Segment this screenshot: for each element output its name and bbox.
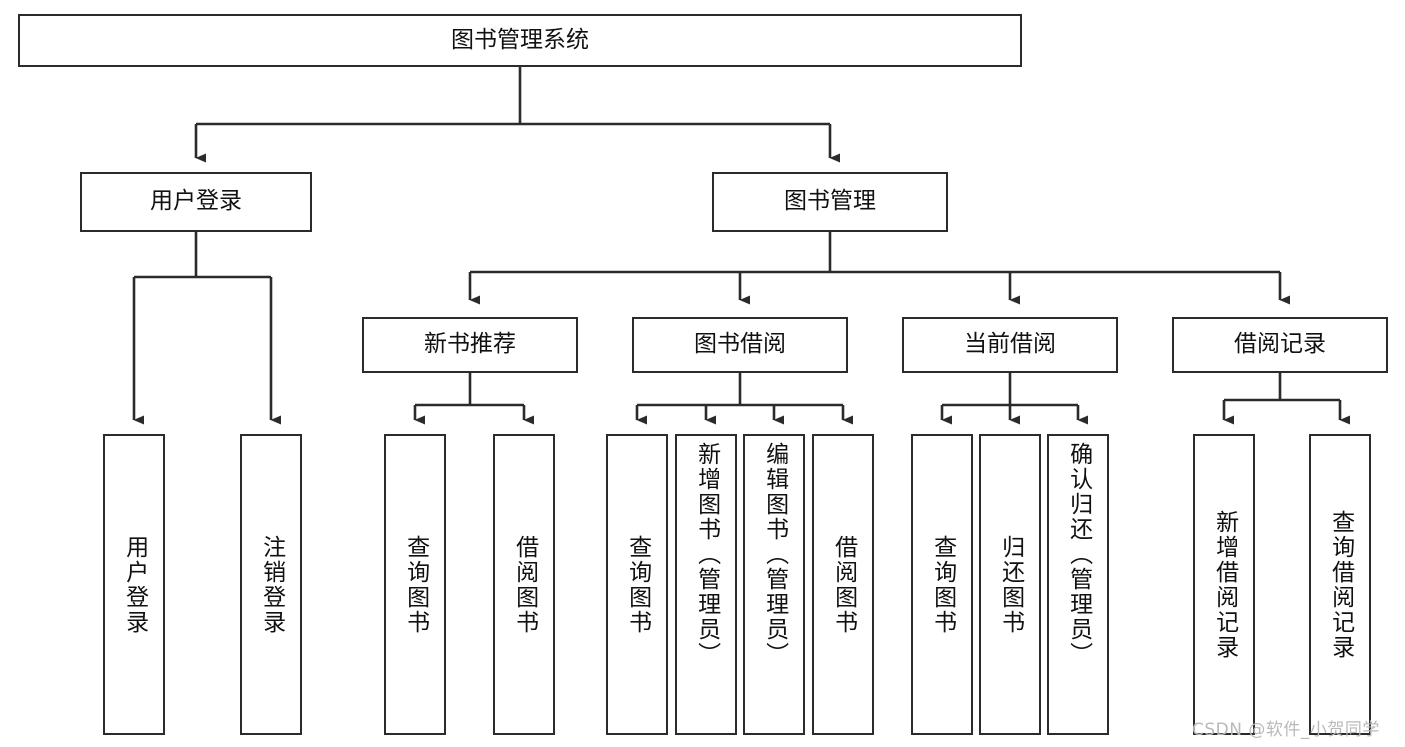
node-label: 注销登录 (258, 534, 285, 635)
leaf-add-book-admin[interactable]: 新增图书（管理员） (675, 434, 737, 735)
node-label: 借阅图书 (830, 534, 857, 635)
node-label: 新增图书（管理员） (693, 442, 720, 667)
node-label: 查询图书 (624, 534, 651, 635)
node-label: 新书推荐 (424, 331, 516, 358)
leaf-add-borrow-record[interactable]: 新增借阅记录 (1193, 434, 1255, 735)
leaf-user-logout[interactable]: 注销登录 (240, 434, 302, 735)
node-current-borrow[interactable]: 当前借阅 (902, 317, 1118, 373)
node-book-borrow[interactable]: 图书借阅 (632, 317, 848, 373)
leaf-confirm-return-admin[interactable]: 确认归还（管理员） (1047, 434, 1109, 735)
leaf-user-login[interactable]: 用户登录 (103, 434, 165, 735)
leaf-return-book[interactable]: 归还图书 (979, 434, 1041, 735)
node-label: 借阅图书 (511, 534, 538, 635)
node-root-book-management-system[interactable]: 图书管理系统 (18, 14, 1022, 67)
node-label: 用户登录 (121, 534, 148, 635)
node-label: 归还图书 (997, 534, 1024, 635)
node-label: 查询图书 (402, 534, 429, 635)
node-book-management[interactable]: 图书管理 (712, 172, 948, 232)
node-new-book-recommend[interactable]: 新书推荐 (362, 317, 578, 373)
leaf-borrow-book-recommend[interactable]: 借阅图书 (493, 434, 555, 735)
csdn-watermark: CSDN @软件_小贺同学 (1192, 720, 1380, 740)
node-label: 查询图书 (929, 534, 956, 635)
node-label: 图书管理 (784, 188, 876, 215)
leaf-query-book-borrow[interactable]: 查询图书 (606, 434, 668, 735)
node-label: 确认归还（管理员） (1065, 442, 1092, 667)
leaf-query-borrow-record[interactable]: 查询借阅记录 (1309, 434, 1371, 735)
node-label: 编辑图书（管理员） (761, 442, 788, 667)
node-label: 用户登录 (150, 188, 242, 215)
node-label: 新增借阅记录 (1211, 509, 1238, 660)
node-borrow-record[interactable]: 借阅记录 (1172, 317, 1388, 373)
leaf-borrow-book[interactable]: 借阅图书 (812, 434, 874, 735)
node-user-login[interactable]: 用户登录 (80, 172, 312, 232)
node-label: 查询借阅记录 (1327, 509, 1354, 660)
leaf-edit-book-admin[interactable]: 编辑图书（管理员） (743, 434, 805, 735)
node-label: 当前借阅 (964, 331, 1056, 358)
node-label: 图书借阅 (694, 331, 786, 358)
node-label: 图书管理系统 (451, 26, 589, 53)
leaf-query-book-current[interactable]: 查询图书 (911, 434, 973, 735)
node-label: 借阅记录 (1234, 331, 1326, 358)
leaf-query-book-recommend[interactable]: 查询图书 (384, 434, 446, 735)
